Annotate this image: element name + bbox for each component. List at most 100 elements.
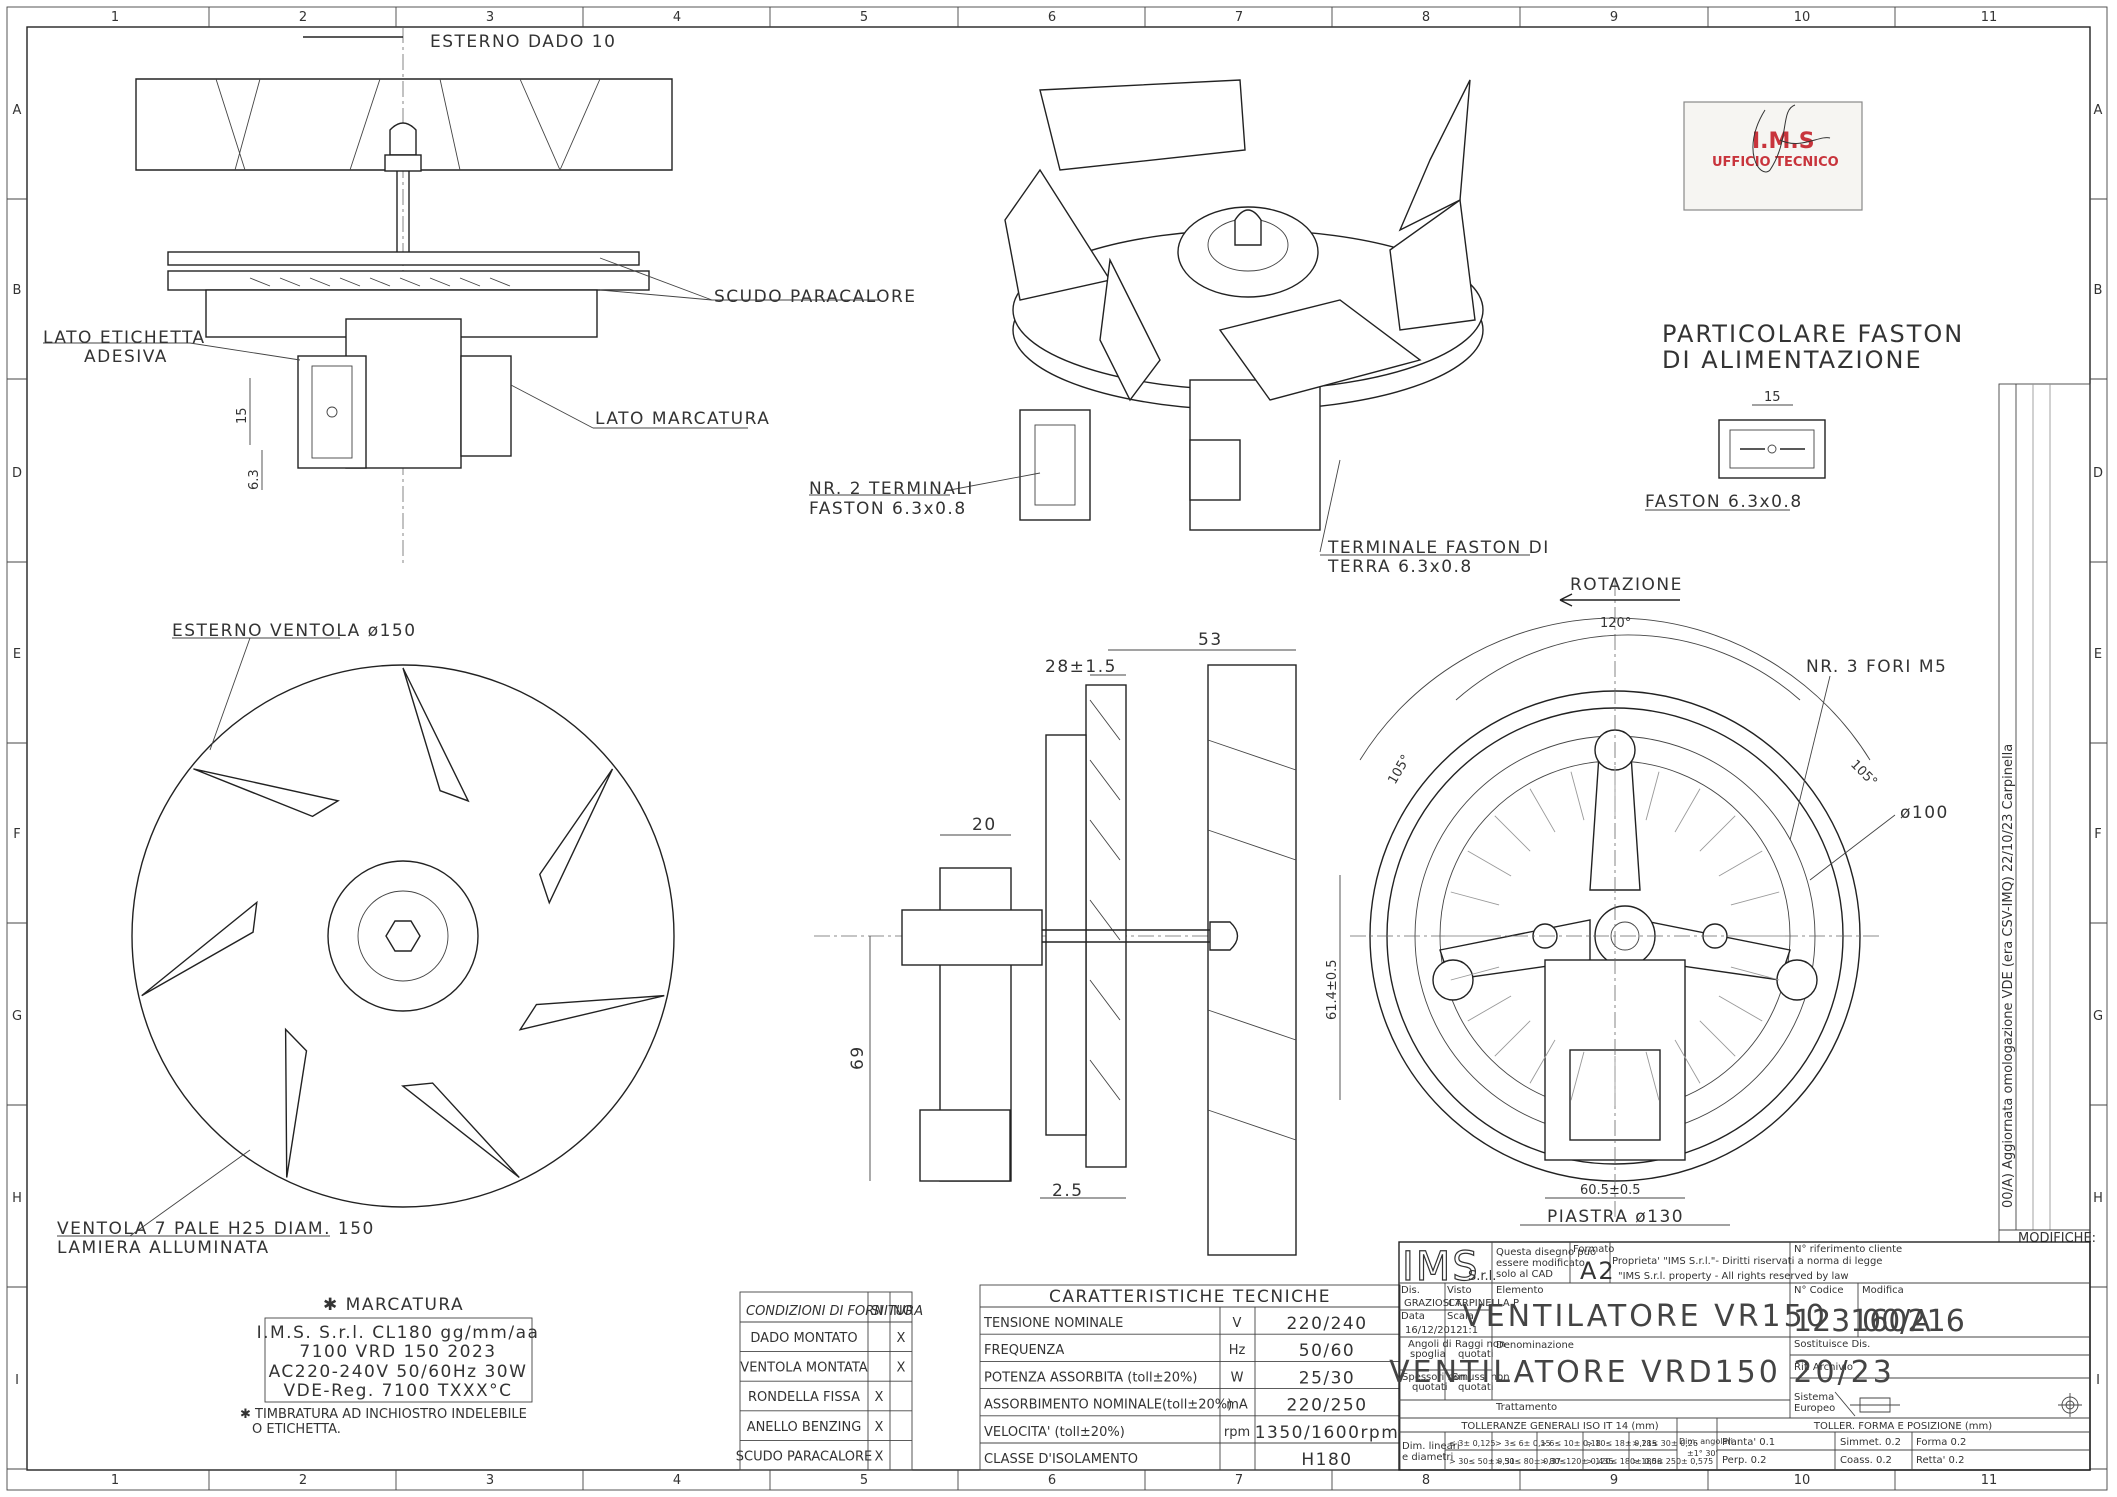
grid-row-label: F xyxy=(13,827,20,842)
rotor-fin xyxy=(1570,1051,1585,1101)
rotor-fin xyxy=(1529,1039,1556,1084)
dim-6-3-label: 6.3 xyxy=(247,469,262,490)
sistema-label: Sistema xyxy=(1794,1392,1834,1403)
grid-row-label: B xyxy=(2094,283,2103,298)
grid-column-label: 1 xyxy=(111,10,119,25)
smussi-label: Smussi non xyxy=(1452,1372,1510,1383)
grid-row-label: F xyxy=(2094,827,2101,842)
grid-row-label: H xyxy=(2093,1191,2103,1206)
piastra-label: PIASTRA ø130 xyxy=(1547,1207,1684,1227)
grid-column-label: 4 xyxy=(673,1473,681,1488)
cara-unit: V xyxy=(1233,1316,1242,1331)
cond-no: X xyxy=(897,1331,906,1346)
property-en: "IMS S.r.l. property - All rights reserv… xyxy=(1618,1271,1849,1282)
rotor-fin xyxy=(1730,891,1780,906)
cara-value: 50/60 xyxy=(1299,1341,1356,1361)
rotor-fin xyxy=(1718,850,1763,877)
elemento-value: VENTILATORE VR150 xyxy=(1462,1299,1828,1334)
rotor-fin xyxy=(1450,966,1500,981)
rotor-fin xyxy=(1450,891,1500,906)
dia-100-label: ø100 xyxy=(1900,803,1949,823)
grid-column-label: 4 xyxy=(673,10,681,25)
grid-column-label: 2 xyxy=(299,1473,307,1488)
modifica-value: 00/A xyxy=(1862,1304,1931,1339)
tolerance-cell: > 80≤120± 0,435 xyxy=(1540,1457,1614,1466)
outer-border xyxy=(6,6,2108,1491)
grid-column-label: 10 xyxy=(1794,1473,1811,1488)
property-it: Proprieta' "IMS S.r.l."- Diritti riserva… xyxy=(1612,1256,1882,1267)
fan-blade xyxy=(284,1027,308,1178)
fan-spoke-fill xyxy=(228,843,333,903)
cara-name: ASSORBIMENTO NOMINALE(toll±20%) xyxy=(984,1398,1232,1413)
raggi-label: Raggi non xyxy=(1455,1339,1505,1350)
cara-title: CARATTERISTICHE TECNICHE xyxy=(1049,1287,1331,1307)
rotor-fin xyxy=(1699,815,1736,852)
condizioni-fornitura-table: CONDIZIONI DI FORNITURA SI NO DADO MONTA… xyxy=(736,1291,923,1471)
rotor-fin xyxy=(1645,1051,1660,1101)
grid-column-label: 3 xyxy=(486,1473,494,1488)
stamp-ufficio: UFFICIO TECNICO xyxy=(1712,155,1839,170)
dim-lineari-label-2: e diametri xyxy=(1402,1452,1453,1463)
fan-blade xyxy=(518,994,665,1031)
visto-value: CARPINELLA P xyxy=(1448,1298,1519,1309)
cond-header-item: CONDIZIONI DI FORNITURA xyxy=(746,1304,923,1319)
fan-spoke-fill xyxy=(224,965,332,1020)
dim-lineari-label: Dim. lineari xyxy=(1402,1441,1460,1452)
projection-circle-icon xyxy=(2058,1393,2082,1417)
sostituisce-label: Sostituisce Dis. xyxy=(1794,1339,1870,1350)
cad-note: essere modificato xyxy=(1496,1258,1585,1269)
cond-item: DADO MONTATO xyxy=(750,1331,857,1346)
angoli-label-2: spoglia xyxy=(1410,1349,1446,1360)
grid-column-label: 8 xyxy=(1422,1473,1430,1488)
tolerance-cell: > 3≤ 6± 0,15 xyxy=(1495,1439,1551,1448)
spessori-label: Spessori non xyxy=(1402,1372,1466,1383)
denominazione-label: Denominazione xyxy=(1496,1340,1574,1351)
scala-label: Scala xyxy=(1447,1311,1474,1322)
cara-value: 220/250 xyxy=(1286,1396,1367,1416)
cara-name: FREQUENZA xyxy=(984,1343,1064,1358)
tolerance-cell: > 18≤ 30± 0,26 xyxy=(1632,1439,1698,1448)
angolari-value: ±1° 30' xyxy=(1687,1449,1718,1458)
smussi-label-2: quotati xyxy=(1458,1382,1494,1393)
grid-column-label: 11 xyxy=(1981,10,1998,25)
sistema-label-2: Europeo xyxy=(1794,1403,1835,1414)
cara-value: H180 xyxy=(1301,1450,1352,1470)
scala-value: 1:1 xyxy=(1462,1325,1478,1336)
rotor-fin xyxy=(1570,771,1585,821)
cond-si: X xyxy=(875,1420,884,1435)
fan-blade xyxy=(538,768,614,905)
grid-column-label: 8 xyxy=(1422,10,1430,25)
forma-cell: Planta' 0.1 xyxy=(1722,1437,1775,1448)
formato-label: Formato xyxy=(1573,1244,1614,1255)
grid-row-label: A xyxy=(2094,103,2103,118)
rotor-fin xyxy=(1699,1020,1736,1057)
cara-unit: Hz xyxy=(1229,1343,1246,1358)
toll-forma-title: TOLLER. FORMA E POSIZIONE (mm) xyxy=(1813,1421,1992,1432)
revision-column: 00/A) Aggiornata omologazione VDE (era C… xyxy=(1998,383,2096,1246)
esterno-dado-label: ESTERNO DADO 10 xyxy=(430,32,616,52)
forma-cell: Forma 0.2 xyxy=(1916,1437,1966,1448)
grid-row-label: I xyxy=(2096,1373,2100,1388)
grid-column-label: 5 xyxy=(860,1473,868,1488)
denominazione-value: VENTILATORE VRD150 20/23 xyxy=(1389,1355,1895,1390)
cara-value: 220/240 xyxy=(1286,1314,1367,1334)
grid-column-label: 6 xyxy=(1048,10,1056,25)
fan-spoke-fill xyxy=(448,998,524,1093)
caratteristiche-tecniche-table: CARATTERISTICHE TECNICHE TENSIONE NOMINA… xyxy=(979,1284,1401,1471)
rotor-fin xyxy=(1467,995,1512,1022)
grid-column-label: 1 xyxy=(111,1473,119,1488)
dim-28-label: 28±1.5 xyxy=(1045,657,1117,677)
fan-side-section-view: 53 28±1.5 20 69 2.5 xyxy=(814,630,1300,1256)
esterno-ventola-label: ESTERNO VENTOLA ø150 xyxy=(172,621,417,641)
dim-15-label: 15 xyxy=(235,407,250,424)
cond-header-no: NO xyxy=(893,1304,913,1319)
dis-value: GRAZIOSI T. xyxy=(1404,1298,1463,1309)
tolerance-cell: > 180≤ 250± 0,575 xyxy=(1632,1457,1713,1466)
grid-column-label: 6 xyxy=(1048,1473,1056,1488)
ufficio-tecnico-stamp: I.M.S UFFICIO TECNICO xyxy=(1683,101,1863,211)
marcatura-line: 7100 VRD 150 2023 xyxy=(299,1342,496,1362)
grid-row-label: B xyxy=(13,283,22,298)
cara-value: 1350/1600rpm xyxy=(1255,1423,1400,1443)
faston-dim-label: 15 xyxy=(1764,390,1781,405)
trattamento-label: Trattamento xyxy=(1495,1402,1557,1413)
